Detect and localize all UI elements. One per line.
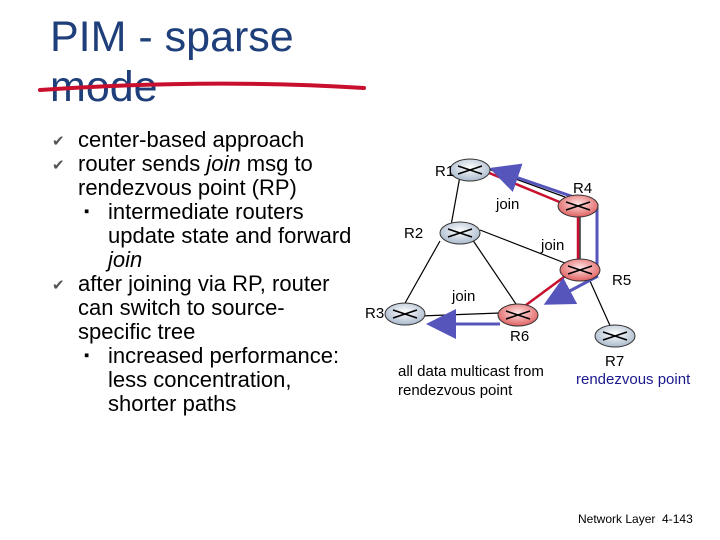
footer-label: Network Layer [578,512,656,526]
link-r2-r5 [479,229,571,266]
router-r6 [497,303,539,327]
router-label-r6: R6 [510,328,529,345]
router-r7 [594,324,636,348]
arrow-bullet-icon: ✔ [52,133,65,150]
router-icon [447,228,473,238]
join-label: join [451,288,475,305]
router-r1 [449,158,491,182]
arrow-bullet-icon: ✔ [52,157,65,174]
bullet-list: ✔ center-based approach ✔ router sends j… [52,128,352,416]
join-label: join [540,237,564,254]
link-r5-r7 [589,280,613,331]
join-path-r1-r4 [481,168,563,205]
sub-bullet-item: ▪ intermediate routers update state and … [84,199,352,272]
router-icon [392,309,418,319]
router-label-r3: R3 [365,305,384,322]
router-label-r4: R4 [573,180,592,197]
router-icon [565,201,591,211]
link-r2-r6 [469,235,521,311]
sub-bullet-item: ▪ increased performance: less concentrat… [84,343,340,416]
router-label-r1: R1 [435,163,454,180]
footer: Network Layer 4-143 [578,512,693,526]
router-icon [602,331,628,341]
arrow-bullet-icon: ✔ [52,277,65,294]
join-path-r5-r6 [521,272,569,310]
router-icon [457,165,483,175]
rendezvous-note: rendezvous point [576,371,691,388]
link-r2-r3 [399,240,441,313]
router-r4 [557,194,599,218]
router-label-r5: R5 [612,272,631,289]
router-icon [567,265,593,275]
router-label-r7: R7 [605,353,624,370]
join-label: join [495,196,519,213]
link-r1-r2 [449,175,461,232]
bullet-item: ✔ center-based approach [52,127,305,152]
router-r3 [384,302,426,326]
router-r2 [439,221,481,245]
router-r5 [559,258,601,282]
bullet-item: ✔ after joining via RP, router can switc… [52,271,330,344]
square-bullet-icon: ▪ [84,203,90,220]
link-r1-r4 [479,165,566,198]
router-label-r2: R2 [404,225,423,242]
title-underline [38,81,366,92]
multicast-note: all data multicast from rendezvous point [398,363,544,399]
page-number: 4-143 [662,512,693,526]
link-r3-r6 [419,312,501,317]
bullet-item: ✔ router sends join msg to rendezvous po… [52,151,313,200]
arrow-join-r5-r6 [543,274,599,305]
square-bullet-icon: ▪ [84,347,90,364]
router-icon [505,310,531,320]
title-line-1: PIM - sparse [50,13,294,61]
